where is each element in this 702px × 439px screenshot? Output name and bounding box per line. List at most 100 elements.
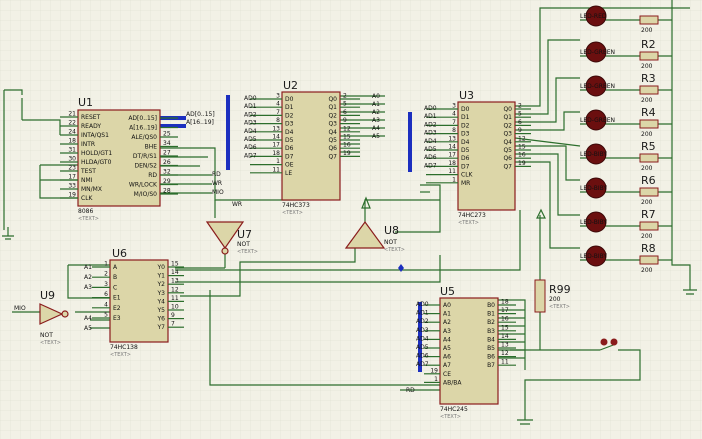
resistor-icon[interactable] — [639, 119, 659, 129]
u6-pin-name: C — [113, 284, 117, 291]
resistor-icon[interactable] — [639, 15, 659, 25]
u5-pin-name: A7 — [443, 362, 451, 369]
u6-pin-name: Y2 — [157, 281, 166, 288]
led-icon[interactable] — [585, 177, 607, 199]
u5-body[interactable] — [439, 297, 499, 405]
u3-body[interactable] — [457, 101, 516, 211]
u1-pin-name: NMI — [81, 177, 93, 184]
resistor-value: 200 — [641, 199, 653, 206]
u2-pin-number: 2 — [343, 93, 347, 100]
resistor-icon[interactable] — [639, 255, 659, 265]
resistor-icon[interactable] — [639, 85, 659, 95]
u1-pin-name: MN/MX — [81, 186, 102, 193]
u1-pin-name: WR/LOCK — [129, 182, 158, 189]
u5-net-label: AD5 — [416, 344, 429, 351]
inverter-u8[interactable]: U8 NOT <TEXT> — [344, 220, 405, 253]
u7-net: WR — [232, 201, 242, 208]
resistor-icon[interactable] — [639, 221, 659, 231]
push-switch[interactable] — [599, 338, 618, 351]
u2-net-label: AD2 — [244, 111, 257, 118]
u2-body[interactable] — [281, 91, 341, 201]
probe-arrow-icon — [536, 208, 546, 219]
u2-pin-number: 16 — [343, 142, 351, 149]
led-icon[interactable] — [585, 41, 607, 63]
u6-pin-number: 2 — [104, 271, 108, 278]
u1-pin-name: INTR — [81, 141, 95, 148]
u6-body[interactable] — [109, 259, 169, 343]
resistor-icon[interactable] — [639, 153, 659, 163]
u1-body[interactable] — [77, 109, 161, 207]
u3-pin-name: Q5 — [503, 147, 512, 154]
u5-pin-number: 13 — [501, 342, 509, 349]
u1-pin-number: 33 — [68, 183, 76, 190]
u1-pin-number: 29 — [163, 178, 171, 185]
u5-pin-name: A2 — [443, 319, 451, 326]
inverter-u7[interactable]: U7 NOT <TEXT> WR — [205, 201, 258, 255]
u5-pin-number: 17 — [501, 307, 509, 314]
u2-pin-name: Q2 — [328, 112, 337, 119]
u2-pin-name: D3 — [285, 121, 294, 128]
u5-pin-number: 19 — [430, 367, 438, 374]
led-name: LED-BIBY — [580, 151, 607, 158]
u3-pin-name: CLK — [461, 172, 474, 179]
resistor-ref: R4 — [641, 106, 656, 119]
r99-body[interactable] — [534, 279, 546, 313]
u2-net-label: AD6 — [244, 144, 257, 151]
chip-u3-74hc273[interactable]: U3 74HC273 <TEXT> D03D14D27D38D413D514D6… — [424, 89, 531, 226]
chip-u1-8086[interactable]: U1 8086 <TEXT> RESET21READY22INTA/QS124I… — [60, 96, 224, 222]
u1-net-rd: RD — [212, 171, 221, 178]
resistor-icon[interactable] — [639, 187, 659, 197]
u3-net-label: AD5 — [424, 146, 437, 153]
u7-triangle-icon — [205, 221, 245, 250]
u2-pin-number: 14 — [272, 134, 280, 141]
u8-triangle-icon — [344, 220, 386, 249]
u5-net-rd: RD — [406, 387, 415, 394]
resistor-ref: R3 — [641, 72, 656, 85]
u2-net-label: AD0 — [244, 95, 257, 102]
led-icon[interactable] — [585, 75, 607, 97]
u3-pin-number: 18 — [448, 160, 456, 167]
inverter-u9[interactable]: U9 NOT <TEXT> MIO — [14, 289, 69, 346]
u2-net-label: A5 — [372, 133, 380, 140]
u3-pin-number: 11 — [448, 168, 456, 175]
resistor-icon[interactable] — [639, 51, 659, 61]
u6-pin-name: E2 — [113, 305, 121, 312]
u6-pin-number: 4 — [104, 301, 108, 308]
led-icon[interactable] — [585, 245, 607, 267]
u5-pin-name: A3 — [443, 328, 451, 335]
led-icon[interactable] — [585, 211, 607, 233]
u5-pin-name: B2 — [487, 319, 495, 326]
led-icon[interactable] — [585, 5, 607, 27]
u1-pin-name: HOLD/GT1 — [81, 150, 112, 157]
u2-text: <TEXT> — [282, 210, 303, 216]
resistor-r99[interactable]: R99 200 <TEXT> — [534, 279, 571, 313]
u5-ref: U5 — [440, 285, 455, 298]
led-icon[interactable] — [585, 109, 607, 131]
u2-pin-number: 8 — [276, 117, 280, 124]
u5-net-label: AD7 — [416, 361, 429, 368]
u2-ref: U2 — [283, 79, 298, 92]
u2-pin-number: 7 — [276, 109, 280, 116]
chip-u2-74hc373[interactable]: U2 74HC373 <TEXT> D03D14D27D38D413D514D6… — [244, 79, 380, 216]
u2-pin-name: Q3 — [328, 121, 337, 128]
chip-u5-74hc245[interactable]: U5 74HC245 <TEXT> A0A1A2A3A4A5A6A7CE19AB… — [406, 285, 516, 420]
switch-contact-right — [610, 338, 618, 346]
u5-pin-name: A6 — [443, 354, 451, 361]
u5-pin-name: B0 — [487, 302, 495, 309]
u6-pin-name: E1 — [113, 295, 121, 302]
u3-net-label: AD3 — [424, 130, 437, 137]
led-icon[interactable] — [585, 143, 607, 165]
u6-pin-number: 7 — [171, 321, 175, 328]
